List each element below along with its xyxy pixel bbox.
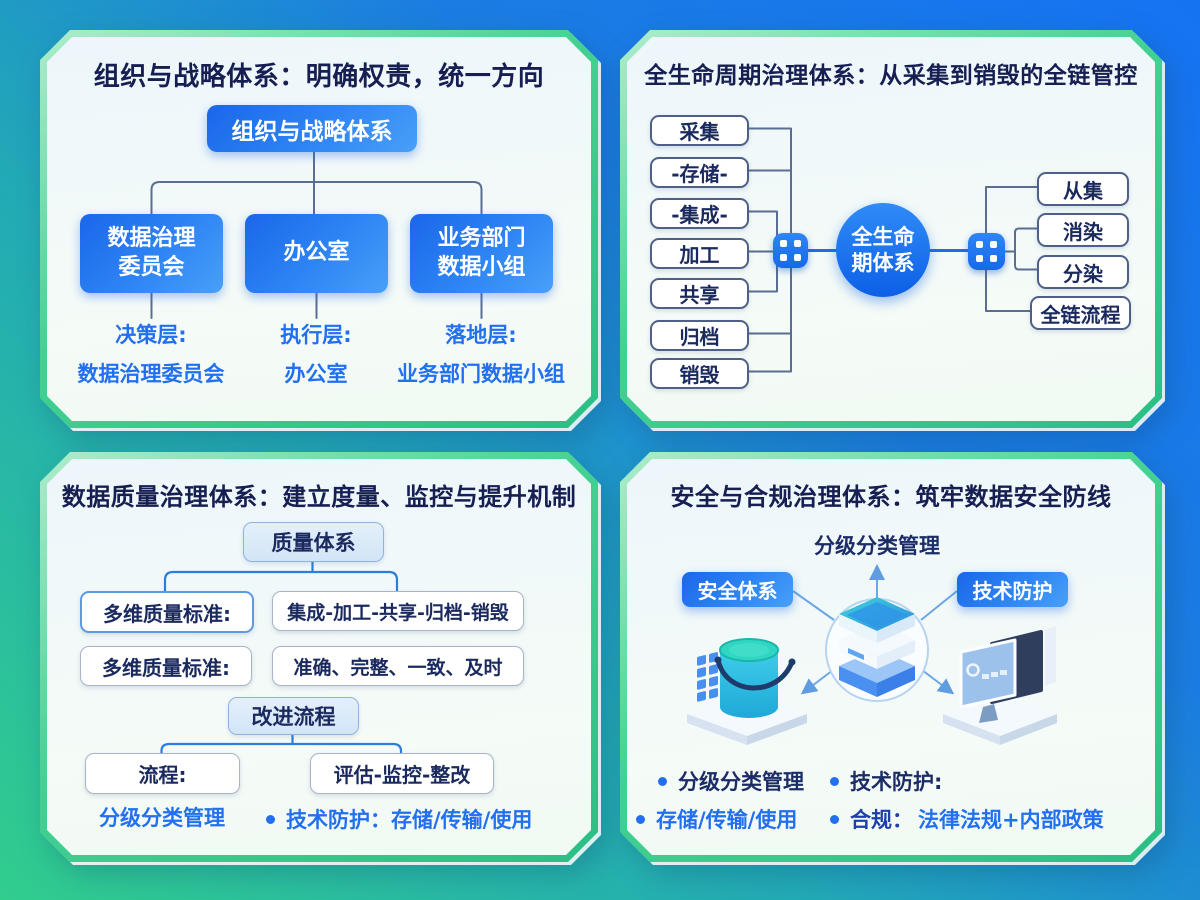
output-box-fullchain: 全链流程 xyxy=(1030,296,1131,330)
org-child-line: 数据治理 xyxy=(107,225,196,251)
layer-role: 落地层: xyxy=(445,323,517,347)
stage-box-process: 加工 xyxy=(650,238,749,269)
quality-foot-left: 分级分类管理 xyxy=(99,806,225,830)
org-child-line: 业务部门 xyxy=(437,225,526,251)
hub-line: 期体系 xyxy=(851,251,915,275)
security-panel-title: 安全与合规治理体系：筑牢数据安全防线 xyxy=(670,483,1112,511)
security-bullet-storage: 存储/传输/使用 xyxy=(636,804,797,834)
lifecycle-hub-circle: 全生命 期体系 xyxy=(836,203,930,297)
stage-box-share: 共享 xyxy=(650,278,749,309)
layer-stack-icon xyxy=(839,597,915,697)
bullet-text: 法律法规+内部政策 xyxy=(918,808,1104,832)
quality-row2-right: 准确、完整、一致、及时 xyxy=(272,646,524,686)
layer-value: 业务部门数据小组 xyxy=(397,362,565,386)
grid-dots-node-left xyxy=(773,233,808,268)
hub-line: 全生命 xyxy=(851,224,915,249)
security-bullet-compliance: 合规： 法律法规+内部政策 xyxy=(830,804,1104,834)
stage-box-integrate: -集成- xyxy=(650,198,749,229)
bullet-dot-icon xyxy=(830,776,839,786)
org-child-office: 办公室 xyxy=(245,214,388,293)
tech-protection-pill: 技术防护 xyxy=(957,572,1068,607)
right-pill-link xyxy=(920,590,958,621)
grid-dots-node-right xyxy=(968,233,1005,270)
bullet-text: 分级分类管理 xyxy=(678,770,804,794)
stage-box-archive: 归档 xyxy=(650,320,749,351)
org-layer-landing: 落地层: 业务部门数据小组 xyxy=(381,319,581,388)
stage-box-collect: 采集 xyxy=(650,115,749,146)
grid-dots-icon xyxy=(780,240,801,261)
bullet-dot-icon xyxy=(830,814,839,824)
layer-value: 办公室 xyxy=(284,362,348,386)
quality-row2-left: 多维质量标准: xyxy=(80,646,252,686)
grid-dots-icon xyxy=(976,241,997,262)
monitors-icon xyxy=(943,626,1057,745)
security-system-pill: 安全体系 xyxy=(682,572,793,607)
org-child-business-team: 业务部门 数据小组 xyxy=(410,214,553,293)
panel-lifecycle: 全生命周期治理体系：从采集到销毁的全链管控 采集 -存储- -集成- 加工 共享… xyxy=(620,30,1162,428)
panel-security: 安全与合规治理体系：筑牢数据安全防线 分级分类管理 xyxy=(620,452,1162,862)
org-child-line: 委员会 xyxy=(118,254,185,280)
bullet-dot-icon xyxy=(658,776,667,786)
hub-circle-outline xyxy=(825,598,929,702)
layer-value: 数据治理委员会 xyxy=(77,362,225,386)
security-top-label: 分级分类管理 xyxy=(814,534,940,558)
down-left-arrow xyxy=(800,669,834,695)
bullet-text: 技术防护: xyxy=(850,770,943,794)
database-bucket-icon xyxy=(687,638,807,745)
quality-row3-left: 流程: xyxy=(85,753,240,794)
org-child-committee: 数据治理 委员会 xyxy=(80,214,223,293)
bullet-label: 合规： xyxy=(850,808,913,832)
stage-box-destroy: 销毁 xyxy=(650,358,749,389)
bullet-dot-icon xyxy=(636,814,645,824)
quality-foot-right-text: 技术防护：存储/传输/使用 xyxy=(286,808,533,832)
org-root-box: 组织与战略体系 xyxy=(207,105,417,152)
output-box-xiaoran: 消染 xyxy=(1037,213,1129,247)
quality-root-box: 质量体系 xyxy=(243,522,384,562)
panel-quality: 数据质量治理体系：建立度量、监控与提升机制 质量体系 多维质量标准: 集成-加工… xyxy=(40,452,598,862)
org-child-line: 数据小组 xyxy=(437,254,526,280)
org-layer-execution: 执行层: 办公室 xyxy=(216,319,416,388)
bullet-dot-icon xyxy=(266,814,275,824)
layer-role: 决策层: xyxy=(115,323,187,347)
quality-row1-right: 集成-加工-共享-归档-销毁 xyxy=(272,591,524,631)
output-box-fenran: 分染 xyxy=(1037,255,1129,289)
quality-foot-right: 技术防护：存储/传输/使用 xyxy=(266,804,532,834)
down-right-arrow xyxy=(921,669,955,695)
security-bullet-tech: 技术防护: xyxy=(830,766,942,796)
security-diagram xyxy=(687,564,1057,745)
panel-org-strategy: 组织与战略体系：明确权责，统一方向 组织与战略体系 数据治理 委员会 办公室 业… xyxy=(40,30,598,428)
quality-row3-right: 评估-监控-整改 xyxy=(310,753,494,794)
output-box-congji: 从集 xyxy=(1037,172,1129,206)
bullet-text: 存储/传输/使用 xyxy=(656,808,798,832)
layer-role: 执行层: xyxy=(280,323,352,347)
org-child-line: 办公室 xyxy=(283,240,350,266)
quality-panel-title: 数据质量治理体系：建立度量、监控与提升机制 xyxy=(61,483,577,511)
org-panel-title: 组织与战略体系：明确权责，统一方向 xyxy=(93,62,545,92)
grid-squares-icon xyxy=(697,652,718,702)
stage-box-store: -存储- xyxy=(650,157,749,188)
lifecycle-panel-title: 全生命周期治理体系：从采集到销毁的全链管控 xyxy=(644,63,1138,89)
left-pill-link xyxy=(792,590,835,621)
quality-improve-box: 改进流程 xyxy=(228,697,359,735)
org-layer-decision: 决策层: 数据治理委员会 xyxy=(51,319,251,388)
quality-row1-left: 多维质量标准: xyxy=(80,591,254,633)
security-bullet-classification: 分级分类管理 xyxy=(658,766,804,796)
